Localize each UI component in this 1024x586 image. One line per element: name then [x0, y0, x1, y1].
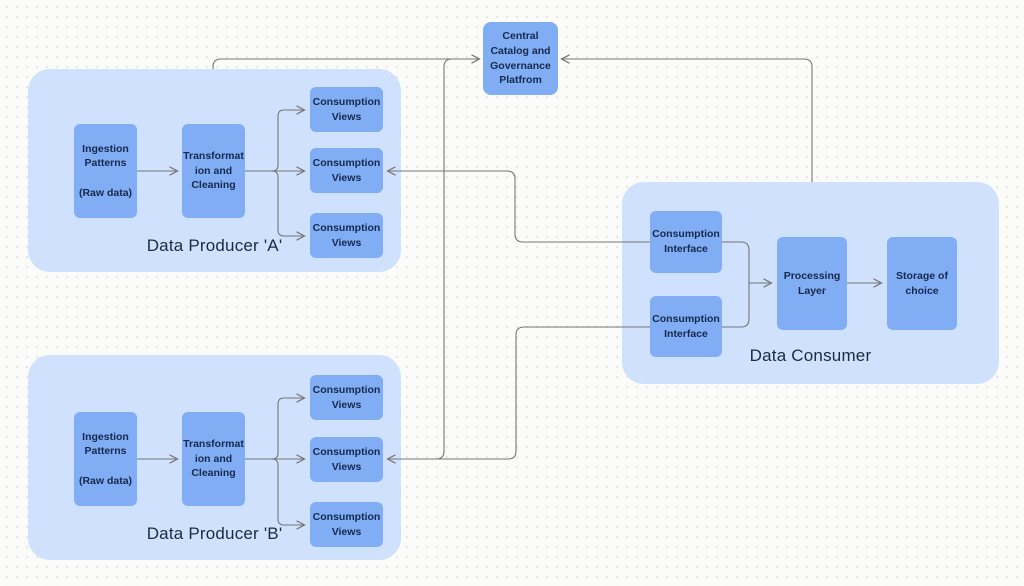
node-processing-layer-label: Processing Layer [783, 269, 841, 297]
connector-interface-1-to-views-a2[interactable] [386, 166, 650, 243]
node-views-b2-label: Consumption Views [312, 445, 381, 473]
connector-transformation-a-to-views-a3[interactable] [271, 170, 306, 241]
node-views-b3-label: Consumption Views [312, 510, 381, 538]
connector-producer-a-to-catalog[interactable] [212, 54, 481, 69]
node-consumption-interface-1[interactable]: Consumption Interface [650, 211, 722, 273]
node-views-a1-label: Consumption Views [312, 95, 381, 123]
producer-b-title: Data Producer 'B' [146, 524, 283, 543]
node-central-catalog-label: Central Catalog and Governance Platfrom [490, 30, 551, 87]
node-transformation-b[interactable]: Transformat ion and Cleaning [182, 412, 245, 506]
connector-consumer-to-catalog[interactable] [560, 54, 813, 182]
node-central-catalog[interactable]: Central Catalog and Governance Platfrom [483, 22, 558, 95]
node-views-a3[interactable]: Consumption Views [310, 213, 383, 258]
node-consumption-interface-1-label: Consumption Interface [652, 228, 720, 255]
node-views-a2-label: Consumption Views [312, 156, 381, 184]
node-views-b1[interactable]: Consumption Views [310, 375, 383, 420]
node-transformation-b-label: Transformat ion and Cleaning [183, 437, 244, 480]
node-views-b3[interactable]: Consumption Views [310, 502, 383, 547]
node-views-a2[interactable]: Consumption Views [310, 148, 383, 193]
connector-transformation-b-to-views-b1[interactable] [271, 393, 306, 460]
node-views-b2[interactable]: Consumption Views [310, 437, 383, 482]
node-ingestion-b[interactable]: Ingestion Patterns (Raw data) [74, 412, 137, 506]
connector-interface-2-to-views-b2[interactable] [386, 326, 650, 464]
connector-transformation-b-to-views-b3[interactable] [271, 458, 306, 530]
connector-interface-1-merge[interactable] [722, 241, 750, 283]
connector-transformation-a-to-views-a1[interactable] [271, 105, 306, 172]
node-ingestion-a-label: Ingestion Patterns (Raw data) [78, 142, 133, 199]
node-processing-layer[interactable]: Processing Layer [777, 237, 847, 330]
node-storage-of-choice-label: Storage of choice [896, 269, 948, 297]
node-ingestion-a[interactable]: Ingestion Patterns (Raw data) [74, 124, 137, 218]
node-consumption-interface-2-label: Consumption Interface [652, 312, 720, 340]
node-ingestion-b-label: Ingestion Patterns (Raw data) [78, 430, 133, 487]
node-transformation-a[interactable]: Transformat ion and Cleaning [182, 124, 245, 218]
producer-a-title: Data Producer 'A' [146, 236, 283, 255]
connector-interface-2-merge[interactable] [722, 283, 750, 328]
node-views-a3-label: Consumption Views [312, 221, 381, 249]
node-consumption-interface-2[interactable]: Consumption Interface [650, 296, 722, 357]
node-views-b1-label: Consumption Views [312, 383, 381, 411]
node-transformation-a-label: Transformat ion and Cleaning [183, 149, 244, 192]
consumer-title: Data Consumer [749, 346, 872, 365]
connector-views-b2-to-catalog[interactable] [387, 58, 470, 460]
node-views-a1[interactable]: Consumption Views [310, 87, 383, 132]
node-storage-of-choice[interactable]: Storage of choice [887, 237, 957, 330]
